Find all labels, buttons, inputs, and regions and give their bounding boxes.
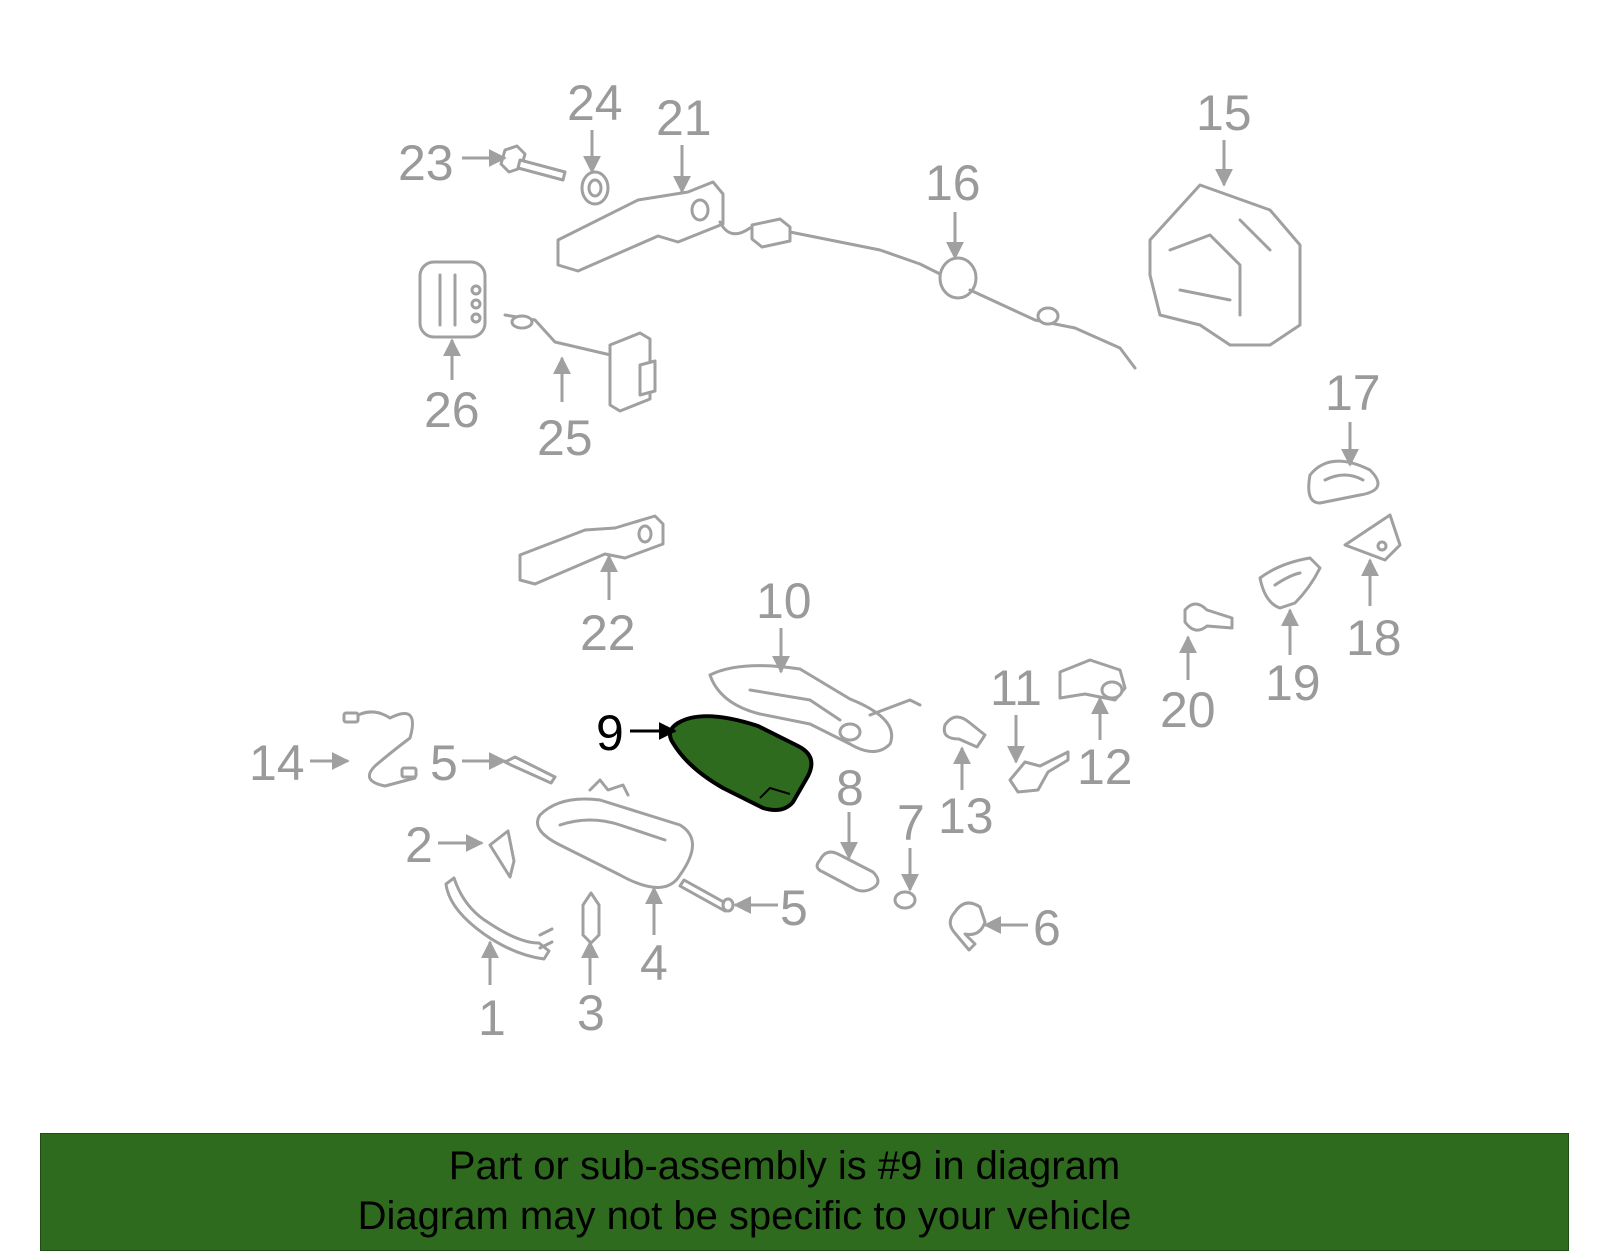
- part-13-bushing: [942, 715, 987, 749]
- banner-disclaimer: Diagram may not be specific to your vehi…: [357, 1194, 1132, 1238]
- part-11-lever: [1008, 750, 1070, 794]
- callout-13: 13: [938, 788, 994, 844]
- part-8-pin: [815, 850, 880, 893]
- part-23-bolt: [499, 144, 567, 182]
- callout-11: 11: [990, 660, 1042, 716]
- part-19-clip: [1258, 556, 1322, 610]
- callout-24: 24: [567, 75, 623, 131]
- info-banner: Part or sub-assembly is #9 in diagram Di…: [40, 1133, 1569, 1251]
- banner-part-note: Part or sub-assembly is #9 in diagram: [448, 1144, 1121, 1188]
- part-7-cap: [893, 890, 917, 910]
- callout-2: 2: [405, 817, 433, 873]
- callout-labels: 24 21 23 16 15 26 25 22 17 18 19 20 12 1…: [249, 75, 1402, 1046]
- callout-26: 26: [424, 382, 480, 438]
- callout-15: 15: [1196, 85, 1252, 141]
- callout-17: 17: [1325, 365, 1381, 421]
- callout-18: 18: [1346, 610, 1402, 666]
- part-18-cover: [1343, 513, 1402, 562]
- callout-10: 10: [756, 573, 812, 629]
- part-24-washer: [580, 170, 610, 206]
- part-5-screw-lower: [678, 878, 735, 913]
- callout-21: 21: [656, 90, 712, 146]
- callout-5-upper: 5: [430, 735, 458, 791]
- part-15-latch: [1148, 183, 1302, 347]
- part-21-bracket: [556, 180, 725, 273]
- part-12-sensor: [1058, 658, 1127, 702]
- part-1-handle: [444, 876, 554, 961]
- callout-25: 25: [537, 410, 593, 466]
- part-3-pin: [581, 891, 601, 945]
- callout-4: 4: [640, 935, 668, 991]
- part-20-screw: [1183, 602, 1234, 632]
- callout-8: 8: [836, 760, 864, 816]
- leader-lines: [310, 130, 1379, 985]
- part-9-pad: [667, 714, 814, 812]
- callout-6: 6: [1033, 900, 1061, 956]
- part-26-grommet: [418, 260, 487, 339]
- part-4-housing: [536, 778, 694, 889]
- callout-23: 23: [398, 135, 454, 191]
- part-6-clip: [948, 901, 987, 952]
- parts-diagram: 24 21 23 16 15 26 25 22 17 18 19 20 12 1…: [249, 75, 1402, 1046]
- callout-5-lower: 5: [780, 880, 808, 936]
- callout-12: 12: [1077, 739, 1133, 795]
- part-2-cover: [488, 829, 516, 879]
- part-16-cable: [718, 217, 1137, 370]
- callout-19: 19: [1265, 655, 1321, 711]
- part-25-actuator: [503, 313, 657, 413]
- callout-22: 22: [580, 605, 636, 661]
- part-14-wire: [342, 710, 418, 788]
- callout-3: 3: [577, 985, 605, 1041]
- callout-1: 1: [478, 990, 506, 1046]
- callout-16: 16: [925, 155, 981, 211]
- part-10-bracket: [708, 664, 922, 753]
- callout-20: 20: [1160, 682, 1216, 738]
- part-5-screw-upper: [503, 755, 557, 785]
- callout-7: 7: [897, 795, 925, 851]
- callout-9: 9: [596, 705, 624, 761]
- callout-14: 14: [249, 735, 305, 791]
- part-22-bracket: [518, 514, 665, 586]
- part-17-bezel: [1307, 459, 1380, 505]
